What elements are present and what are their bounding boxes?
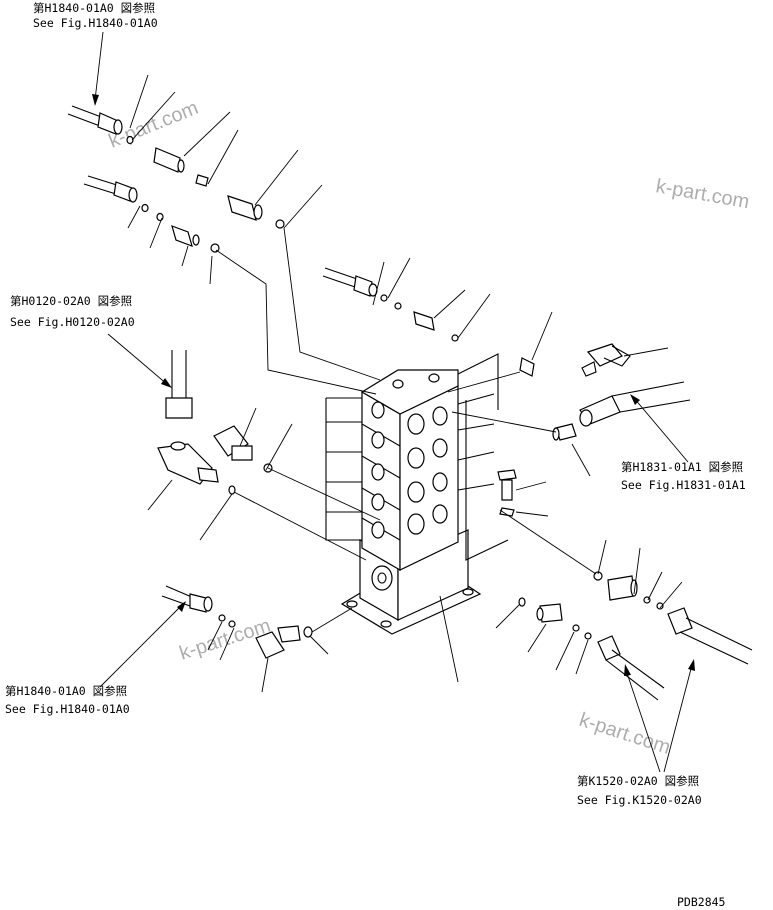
left-fittings <box>147 350 329 693</box>
routing-lines <box>215 227 597 683</box>
ref-mid-left-en: See Fig.H0120-02A0 <box>10 315 135 329</box>
ref-bottom-left-en: See Fig.H1840-01A0 <box>5 702 130 716</box>
ref-right-en: See Fig.H1831-01A1 <box>621 478 746 492</box>
ref-top-left-en: See Fig.H1840-01A0 <box>33 16 158 30</box>
ref-bottom-left[interactable]: 第H1840-01A0 図参照 See Fig.H1840-01A0 <box>5 684 130 716</box>
watermark: k-part.com <box>576 709 673 759</box>
ref-bottom-right-jp: 第K1520-02A0 図参照 <box>577 774 699 788</box>
ref-bottom-left-jp: 第H1840-01A0 図参照 <box>5 684 127 698</box>
ref-right-jp: 第H1831-01A1 図参照 <box>621 460 743 474</box>
ref-mid-left-jp: 第H0120-02A0 図参照 <box>10 294 132 308</box>
ref-bottom-right[interactable]: 第K1520-02A0 図参照 See Fig.K1520-02A0 <box>577 774 702 807</box>
ref-mid-left[interactable]: 第H0120-02A0 図参照 See Fig.H0120-02A0 <box>10 294 135 329</box>
ref-bottom-right-en: See Fig.K1520-02A0 <box>577 793 702 807</box>
ref-top-left-jp: 第H1840-01A0 図参照 <box>33 1 155 15</box>
right-fittings <box>497 343 691 517</box>
ref-right[interactable]: 第H1831-01A1 図参照 See Fig.H1831-01A1 <box>621 460 746 492</box>
upper-left-hoses <box>67 74 323 285</box>
control-valve-body <box>325 353 509 635</box>
ref-top-left[interactable]: 第H1840-01A0 図参照 See Fig.H1840-01A0 <box>33 1 158 30</box>
upper-middle-fittings <box>322 257 553 377</box>
watermark: k-part.com <box>654 175 751 213</box>
lower-right-fittings <box>495 539 753 701</box>
drawing-number: PDB2845 <box>677 895 725 909</box>
